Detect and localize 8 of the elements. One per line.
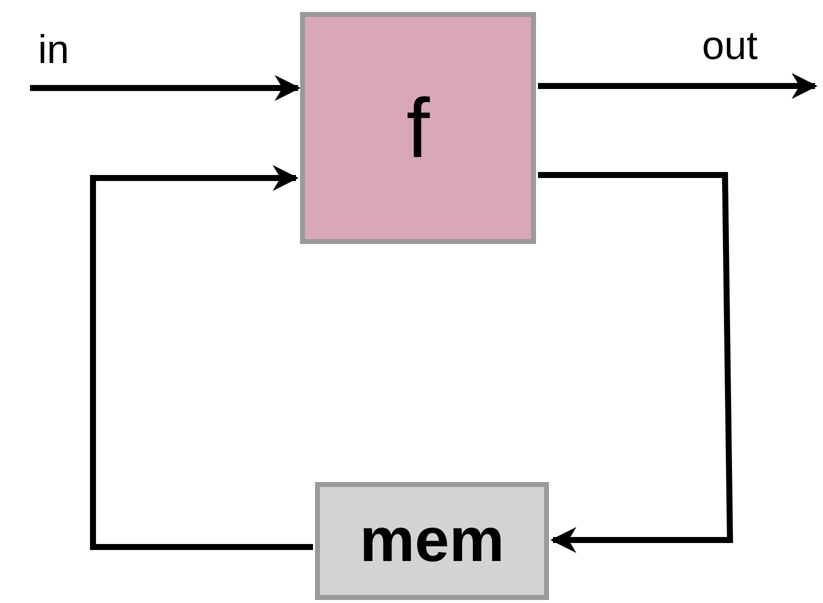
node-label: f [406, 86, 430, 170]
node-label: mem [360, 510, 504, 572]
arrow [90, 165, 313, 550]
arrow [538, 73, 818, 99]
function-box [300, 12, 536, 244]
memory-box [315, 482, 549, 600]
arrow [538, 172, 734, 553]
arrow [30, 75, 301, 101]
